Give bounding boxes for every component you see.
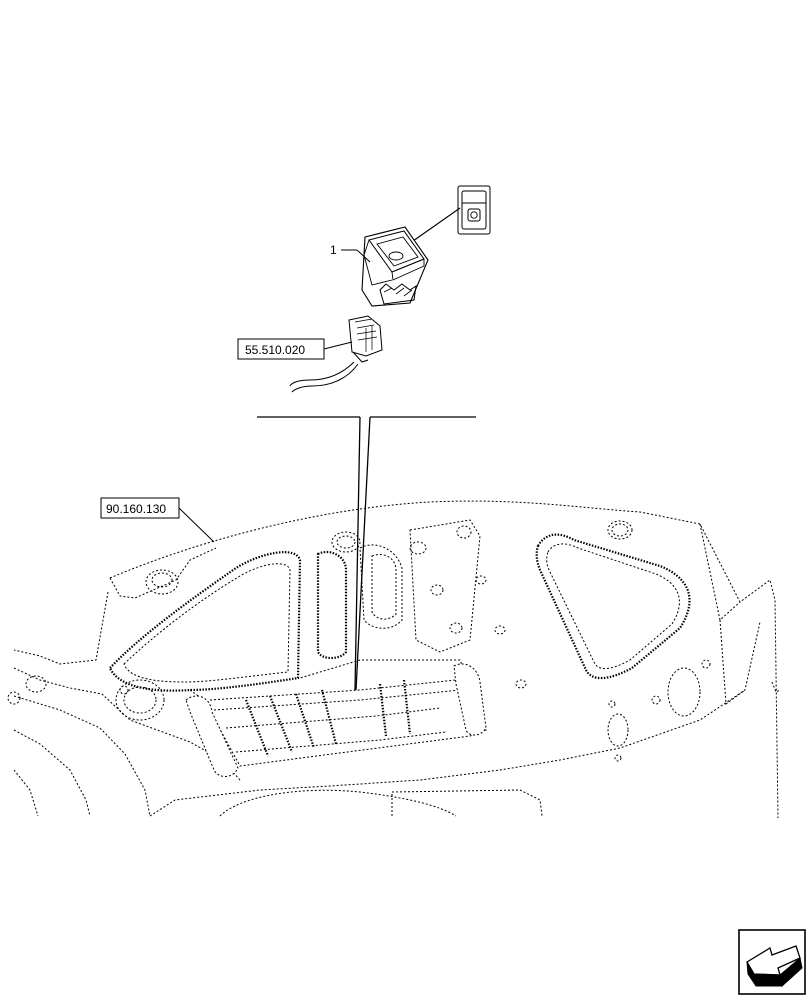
frame-leader-line <box>178 507 215 543</box>
harness-wire-2 <box>291 363 359 393</box>
harness-wire <box>289 361 355 387</box>
switch-symbol-icon <box>457 185 491 235</box>
harness-ref-label: 55.510.020 <box>245 343 305 357</box>
harness-leader-line <box>323 341 353 350</box>
harness-connector <box>348 315 383 363</box>
base-grille <box>225 679 447 757</box>
item-1-label: 1 <box>330 243 337 257</box>
frame-ref-box: 90.160.130 <box>100 497 180 519</box>
rocker-switch <box>361 226 429 307</box>
assembly-separator <box>257 416 476 691</box>
cab-frame <box>7 500 781 819</box>
navigation-arrow-icon[interactable] <box>738 929 806 995</box>
item-1-leader-line-2 <box>356 249 371 263</box>
harness-ref-box: 55.510.020 <box>237 338 325 360</box>
frame-ref-label: 90.160.130 <box>106 502 166 516</box>
